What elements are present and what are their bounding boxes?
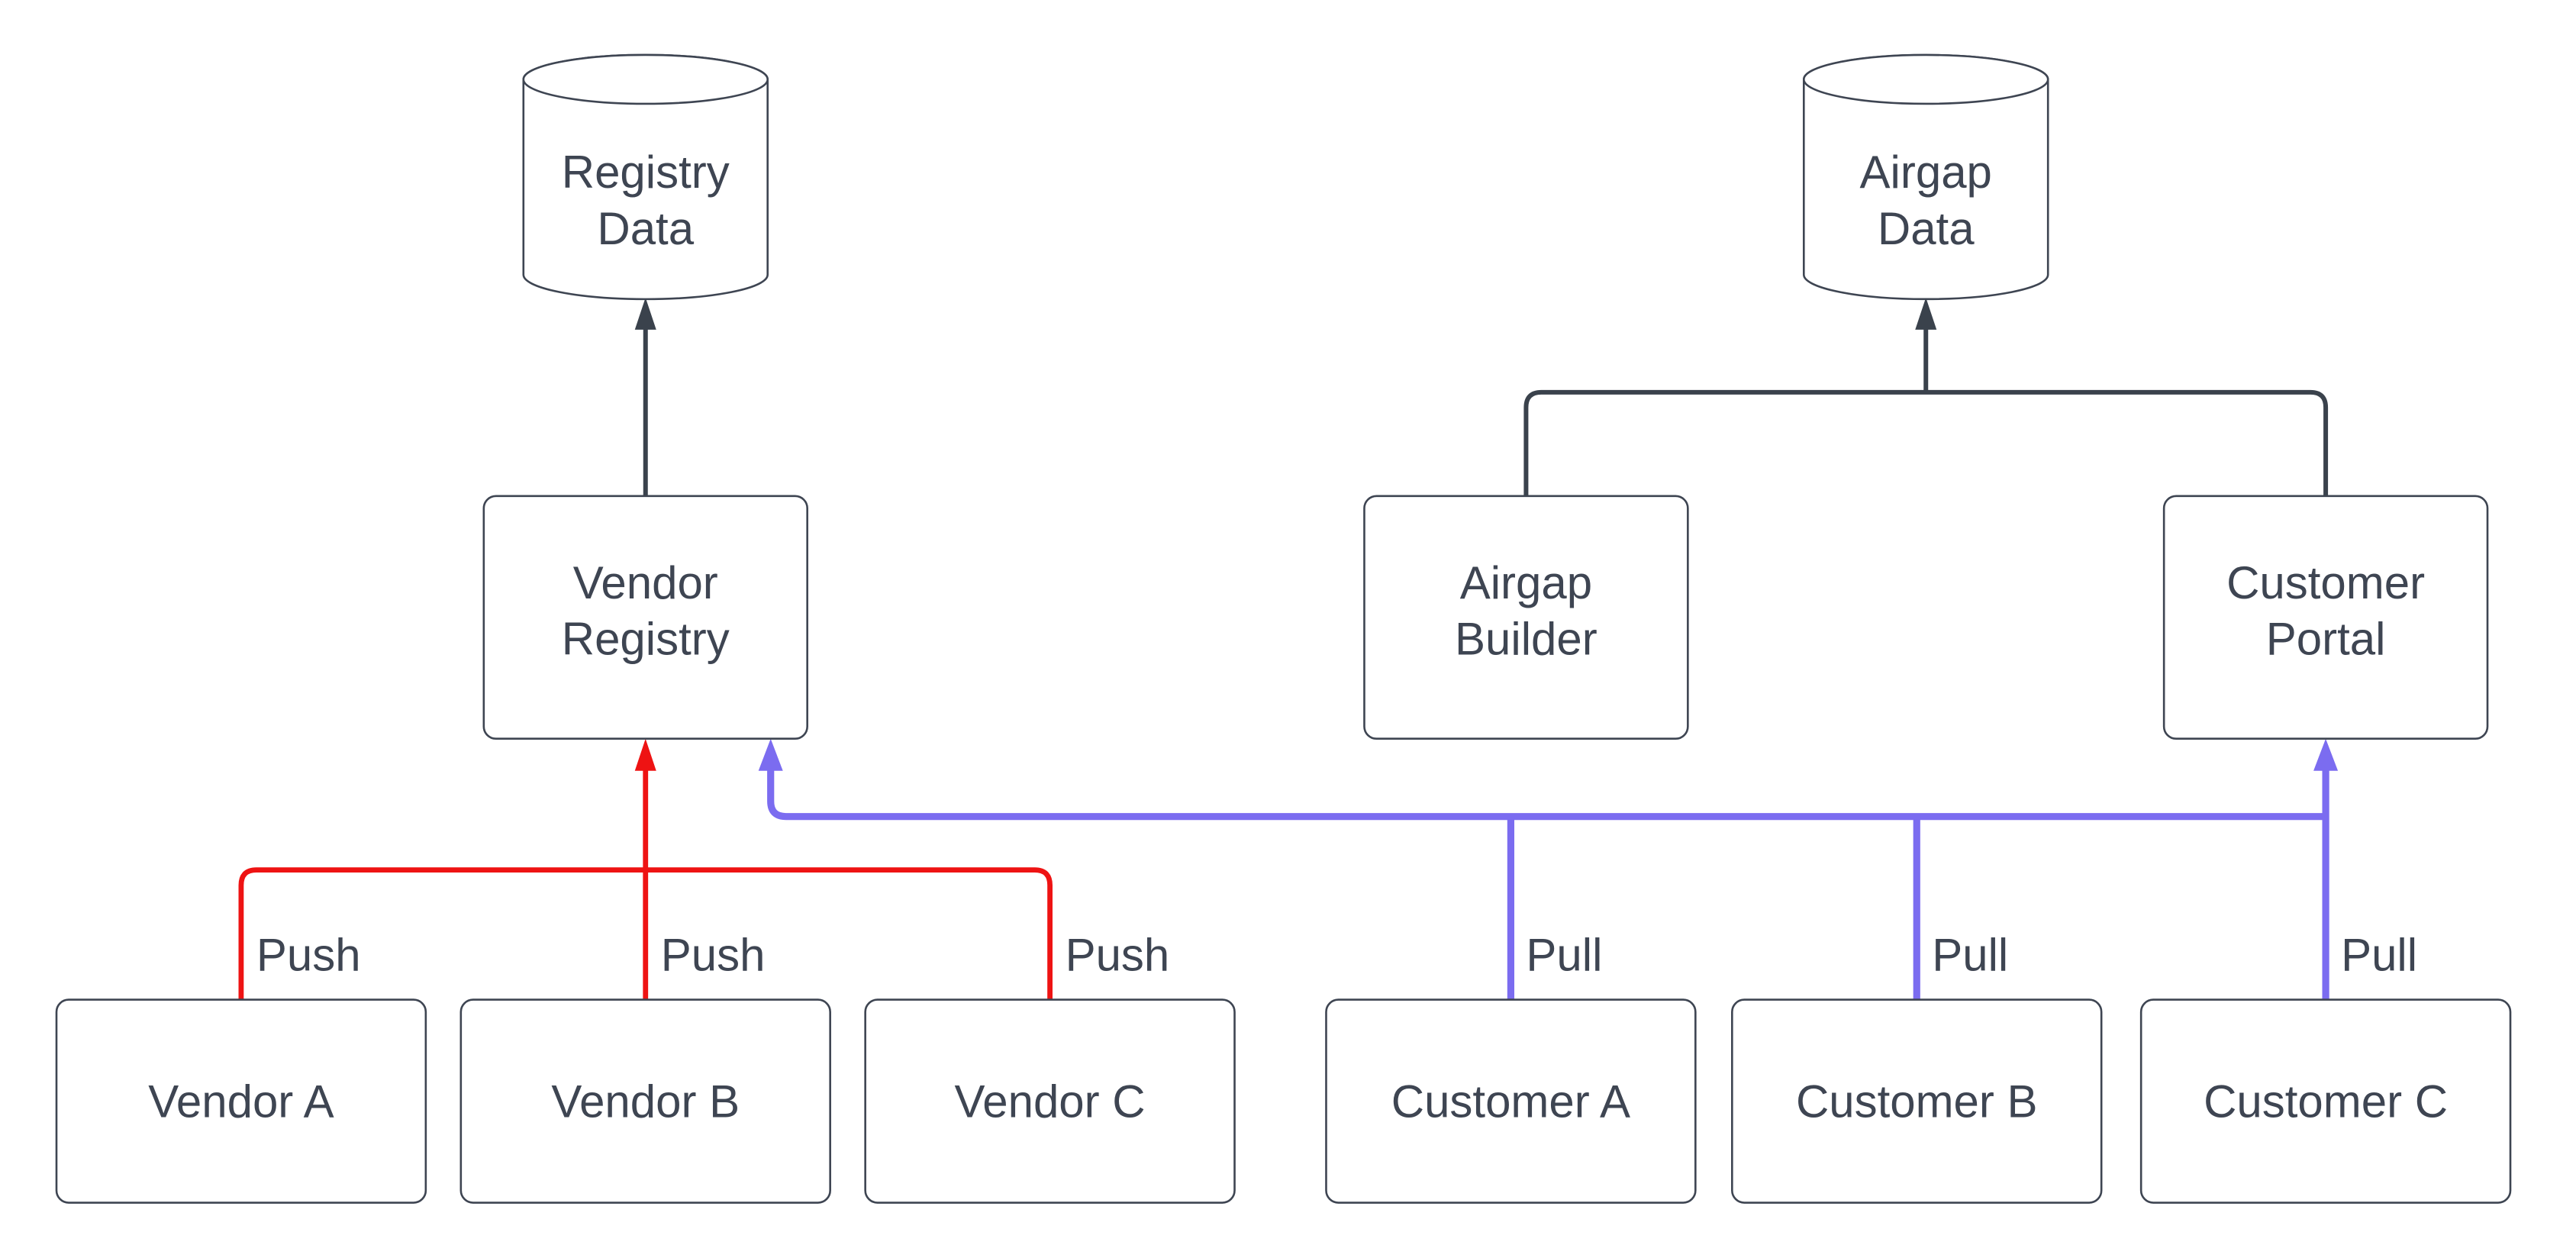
customer-a-box [1325, 998, 1697, 1204]
edge-label-pull-c: Pull [2341, 930, 2417, 981]
airgap-builder-box [1363, 495, 1689, 740]
edge-label-push-a: Push [256, 930, 361, 981]
arrowhead-pull-vendor-registry [758, 738, 783, 771]
node-customer-portal: Customer Portal [2162, 495, 2489, 740]
edges-pull [758, 738, 2339, 1000]
node-vendor-a: Vendor A [55, 998, 427, 1204]
vendor-b-box [459, 998, 831, 1204]
cylinder-airgap-data-rim [1802, 53, 2049, 105]
customer-portal-label-line1: Customer [2226, 557, 2425, 608]
edge-label-push-c: Push [1066, 930, 1170, 981]
arrowhead-airgap-data [1915, 297, 1937, 330]
vendor-c-box [864, 998, 1236, 1204]
customer-c-box [2139, 998, 2512, 1204]
datastore-registry-data: Registry Data [522, 53, 769, 301]
edge-labels: Push Push Push Pull Pull Pull [256, 930, 2417, 981]
vendor-registry-label-line1: Vendor [573, 557, 718, 608]
arrowhead-push-vendor-registry [634, 738, 656, 771]
node-customer-b: Customer B [1731, 998, 2103, 1204]
datastore-airgap-data: Airgap Data [1802, 53, 2049, 301]
airgap-data-label-line2: Data [1878, 203, 1975, 254]
node-airgap-builder: Airgap Builder [1363, 495, 1689, 740]
customer-b-label: Customer B [1796, 1076, 2038, 1127]
customer-portal-box [2162, 495, 2489, 740]
vendor-a-label: Vendor A [148, 1076, 334, 1127]
customer-portal-label-line2: Portal [2266, 614, 2386, 665]
vendor-c-label: Vendor C [955, 1076, 1146, 1127]
registry-data-label-line2: Data [597, 203, 694, 254]
registry-data-label-line1: Registry [562, 147, 730, 198]
airgap-builder-label-line1: Airgap [1460, 557, 1592, 608]
edges-dark [634, 297, 2329, 496]
node-vendor-registry: Vendor Registry [482, 495, 808, 740]
cylinder-registry-data-rim [522, 53, 769, 105]
edge-label-pull-a: Pull [1526, 930, 1602, 981]
edges-push [238, 738, 1053, 1000]
vendor-b-label: Vendor B [551, 1076, 740, 1127]
edge-airgap-builder-customer-portal-branch [1523, 389, 2329, 496]
customer-c-label: Customer C [2204, 1076, 2448, 1127]
customer-a-label: Customer A [1391, 1076, 1630, 1127]
arrowhead-pull-customer-portal [2313, 738, 2339, 771]
vendor-registry-box [482, 495, 808, 740]
airgap-builder-label-line2: Builder [1455, 614, 1598, 665]
node-customer-c: Customer C [2139, 998, 2512, 1204]
edge-pull-bus [767, 769, 2326, 821]
customer-b-box [1731, 998, 2103, 1204]
node-vendor-b: Vendor B [459, 998, 831, 1204]
airgap-data-label-line1: Airgap [1860, 147, 1992, 198]
arrowhead-registry-data [634, 297, 656, 330]
node-customer-a: Customer A [1325, 998, 1697, 1204]
edge-label-push-b: Push [661, 930, 766, 981]
vendor-a-box [55, 998, 427, 1204]
edge-label-pull-b: Pull [1932, 930, 2008, 981]
vendor-registry-label-line2: Registry [562, 614, 730, 665]
node-vendor-c: Vendor C [864, 998, 1236, 1204]
